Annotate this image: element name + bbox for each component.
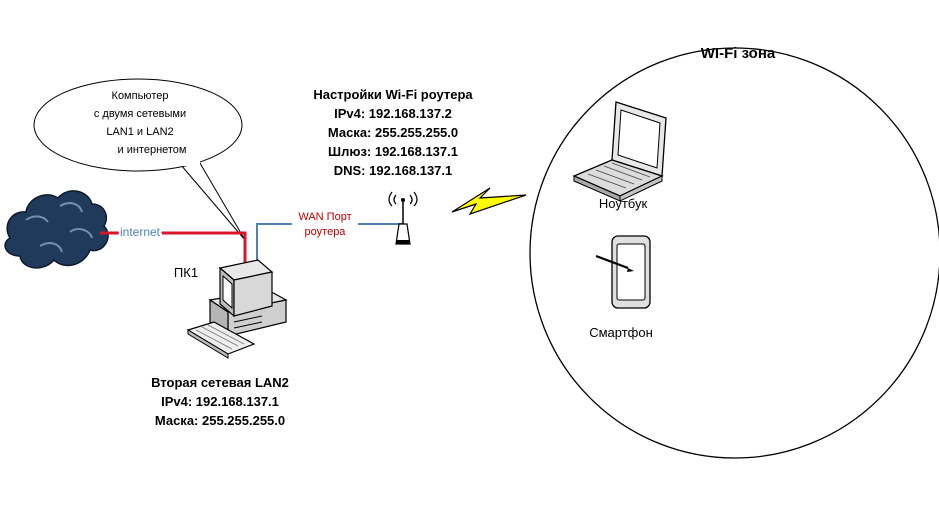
smartphone-label: Смартфон [589,325,653,340]
router-dns: DNS: 192.168.137.1 [334,163,453,178]
cloud-icon [4,190,109,269]
lan2-title: Вторая сетевая LAN2 [151,375,289,390]
wan-label-line-1: WAN Порт [298,211,351,223]
smartphone-icon [595,235,651,309]
laptop-label: Ноутбук [599,196,648,211]
router-gateway: Шлюз: 192.168.137.1 [328,144,458,159]
callout-bubble: Компьютер с двумя сетевыми LAN1 и LAN2 и… [33,78,246,241]
callout-line-4: и интернетом [118,144,187,156]
router-antenna-icon [388,191,418,245]
router-mask: Маска: 255.255.255.0 [328,125,458,140]
lan2-ipv4: IPv4: 192.168.137.1 [161,394,279,409]
router-settings: Настройки Wi-Fi роутера IPv4: 192.168.13… [313,87,473,178]
internet-label: internet [120,225,161,239]
wan-label-line-2: роутера [305,226,347,238]
wireless-signal-bolt [451,187,527,216]
wifi-zone-title: WI-Fi зона [701,45,776,62]
lan2-mask: Маска: 255.255.255.0 [155,413,285,428]
laptop-icon [572,101,667,202]
lan2-settings: Вторая сетевая LAN2 IPv4: 192.168.137.1 … [151,375,289,428]
wifi-zone-circle [529,47,939,459]
callout-line-3: LAN1 и LAN2 [106,126,173,138]
router-ipv4: IPv4: 192.168.137.2 [334,106,452,121]
callout-line-1: Компьютер [112,90,169,102]
internet-link [100,231,247,268]
computer-icon [186,259,288,359]
pc-label: ПК1 [174,265,198,280]
router-settings-title: Настройки Wi-Fi роутера [313,87,473,102]
callout-line-2: с двумя сетевыми [94,108,186,120]
